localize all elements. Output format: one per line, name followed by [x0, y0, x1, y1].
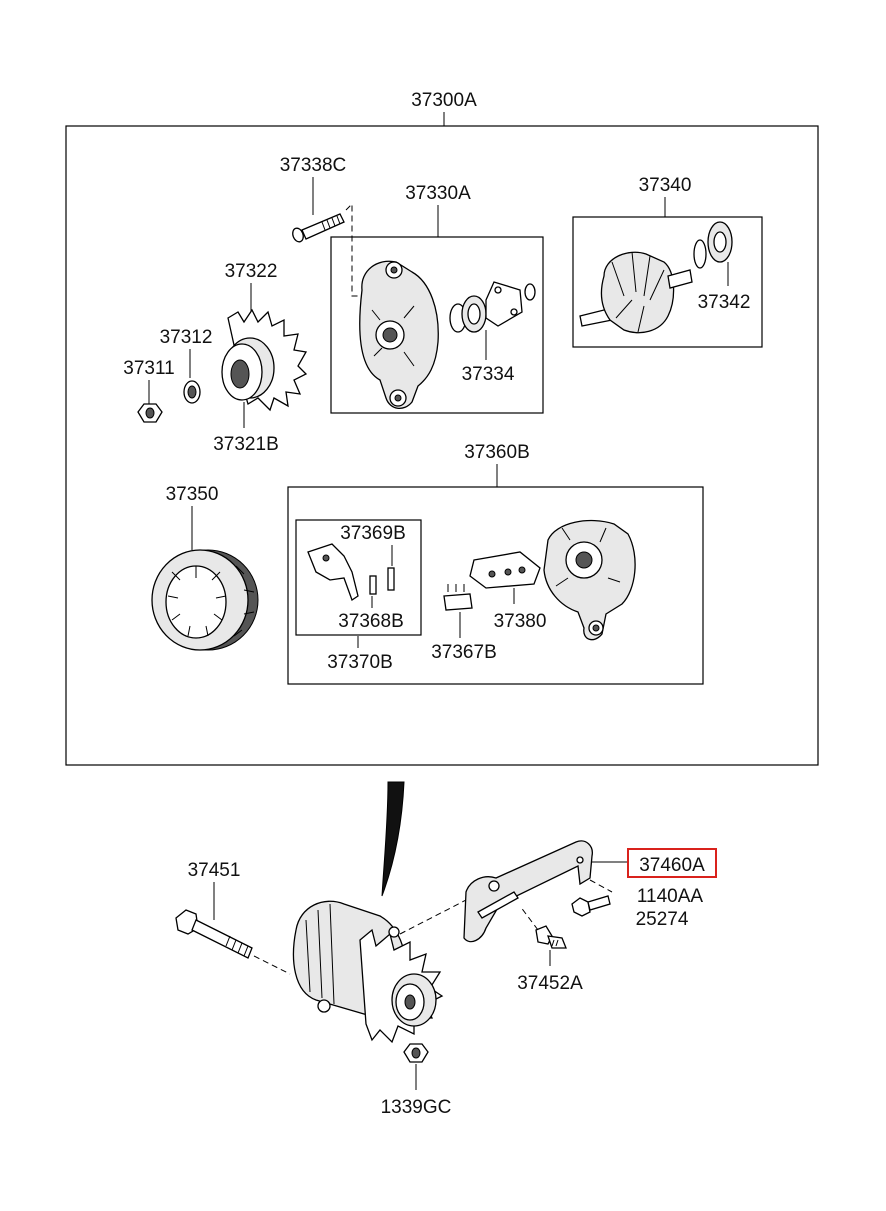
part-37311-nut: 37311	[123, 358, 175, 423]
part-37451: 37451	[175, 860, 291, 975]
part-37330a: 37330A 37334	[330, 183, 544, 414]
part-1339gc: 1339GC	[381, 1043, 452, 1118]
label-25274[interactable]: 25274	[636, 909, 689, 930]
label-37338c[interactable]: 37338C	[280, 155, 347, 176]
label-37370b[interactable]: 37370B	[327, 652, 393, 673]
label-37321b[interactable]: 37321B	[213, 434, 279, 455]
label-37330a[interactable]: 37330A	[405, 183, 471, 204]
drive-belt	[381, 781, 405, 897]
label-37350[interactable]: 37350	[166, 484, 219, 505]
label-37322[interactable]: 37322	[225, 261, 278, 282]
label-37300a[interactable]: 37300A	[411, 90, 477, 111]
part-37322-fan-pulley: 37322 37321B	[213, 261, 308, 455]
label-1339gc[interactable]: 1339GC	[381, 1097, 452, 1118]
alternator-body	[292, 897, 471, 1044]
part-1140aa: 1140AA 25274	[571, 886, 704, 930]
label-37380[interactable]: 37380	[494, 611, 547, 632]
part-37370b: 37369B 37368B 37370B	[295, 519, 422, 673]
part-37340: 37340 37342	[572, 175, 763, 348]
part-37460a: 37460A	[463, 840, 717, 943]
frame-37340	[572, 216, 763, 348]
part-37350: 37350	[151, 484, 259, 651]
label-37342[interactable]: 37342	[698, 292, 751, 313]
frame-37330a	[330, 236, 544, 414]
label-37360b[interactable]: 37360B	[464, 442, 530, 463]
frame-37370b	[295, 519, 422, 636]
label-37369b[interactable]: 37369B	[340, 523, 406, 544]
frame-37360b	[287, 486, 704, 685]
part-37452a: 37452A	[517, 925, 583, 994]
label-1140aa[interactable]: 1140AA	[637, 886, 704, 907]
label-37460a[interactable]: 37460A	[639, 855, 705, 876]
label-37367b[interactable]: 37367B	[431, 642, 497, 663]
label-37340[interactable]: 37340	[639, 175, 692, 196]
label-37452a[interactable]: 37452A	[517, 973, 583, 994]
label-37311[interactable]: 37311	[123, 358, 174, 379]
label-37451[interactable]: 37451	[188, 860, 241, 881]
assembly-37300a-group: 37300A	[65, 90, 819, 766]
highlight-37460a	[627, 848, 717, 878]
label-37368b[interactable]: 37368B	[338, 611, 404, 632]
label-37334[interactable]: 37334	[462, 364, 515, 385]
part-37360b: 37360B 37380 37367B	[287, 442, 704, 685]
part-37338c: 37338C	[280, 155, 362, 297]
label-37312[interactable]: 37312	[160, 327, 213, 348]
assembly-frame	[65, 125, 819, 766]
part-37312-washer: 37312	[160, 327, 213, 404]
